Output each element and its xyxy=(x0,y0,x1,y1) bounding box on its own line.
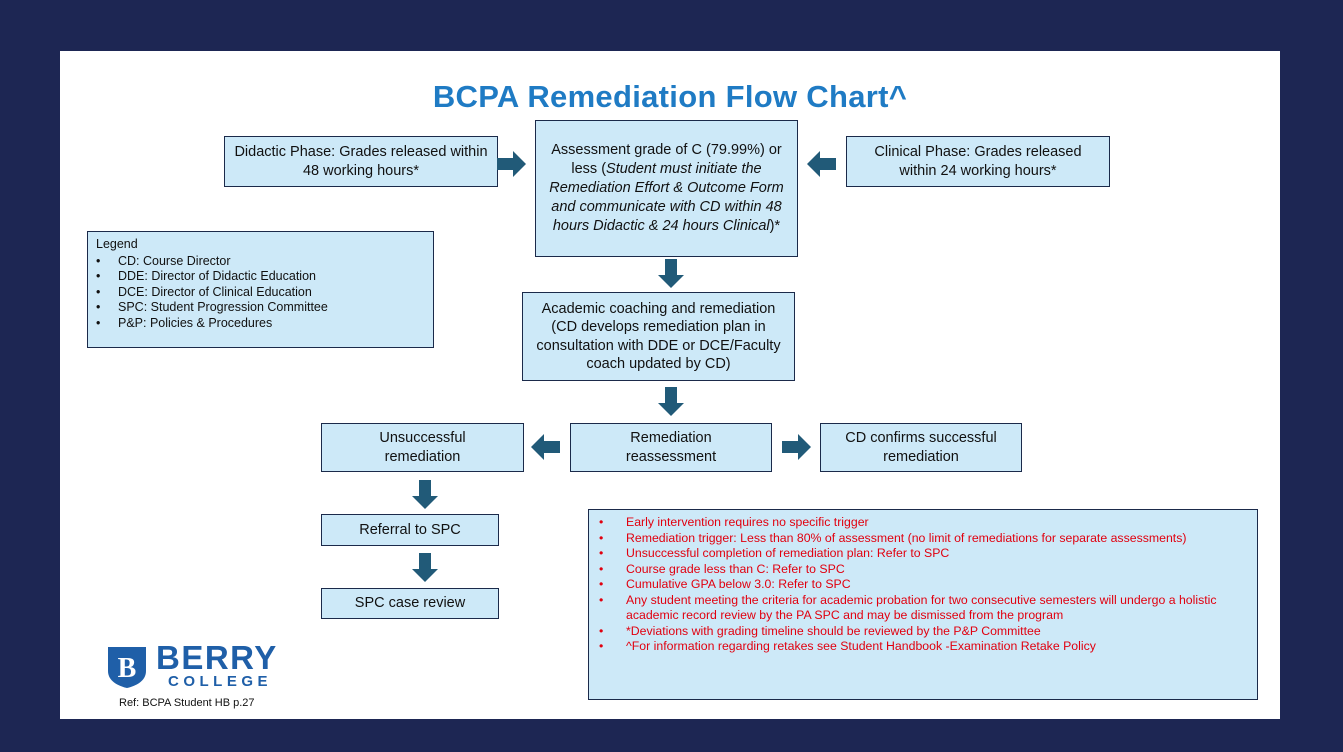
legend-box: Legend CD: Course Director DDE: Director… xyxy=(87,231,434,348)
policy-note: Early intervention requires no specific … xyxy=(599,515,1249,531)
policy-note: Course grade less than C: Refer to SPC xyxy=(599,562,1249,578)
logo-name: BERRY xyxy=(156,639,278,676)
successful-remediation-text: CD confirms successful remediation xyxy=(845,430,997,465)
assessment-grade-text: Assessment grade of C (79.99%) or less (… xyxy=(546,141,787,236)
assessment-grade-instruction: Student must initiate the Remediation Ef… xyxy=(549,161,784,234)
shield-icon: B xyxy=(108,647,146,688)
legend-item: SPC: Student Progression Committee xyxy=(96,300,425,316)
logo-letter: B xyxy=(118,653,137,684)
academic-coaching-box: Academic coaching and remediation (CD de… xyxy=(522,292,795,381)
arrow-left-icon xyxy=(531,434,560,460)
unsuccessful-remediation-box: Unsuccessful remediation xyxy=(321,423,524,472)
slide: BCPA Remediation Flow Chart^ Didactic Ph… xyxy=(60,51,1280,719)
logo-subtitle: COLLEGE xyxy=(168,673,273,690)
clinical-phase-text: Clinical Phase: Grades released within 2… xyxy=(874,144,1082,179)
policy-note: Cumulative GPA below 3.0: Refer to SPC xyxy=(599,577,1249,593)
successful-remediation-box: CD confirms successful remediation xyxy=(820,423,1022,472)
didactic-phase-text: Didactic Phase: Grades released within 4… xyxy=(234,144,488,179)
legend-item: P&P: Policies & Procedures xyxy=(96,316,425,332)
arrow-down-icon xyxy=(412,553,438,582)
policy-note: Any student meeting the criteria for aca… xyxy=(599,593,1249,624)
legend-list: CD: Course Director DDE: Director of Did… xyxy=(96,254,425,332)
arrow-left-icon xyxy=(807,151,836,177)
referral-to-spc-box: Referral to SPC xyxy=(321,514,499,546)
assessment-grade-lead: Assessment grade of C (79.99%) or less ( xyxy=(551,142,782,177)
reference-note: Ref: BCPA Student HB p.27 xyxy=(119,697,255,709)
arrow-down-icon xyxy=(658,259,684,288)
arrow-right-icon xyxy=(782,434,811,460)
arrow-down-icon xyxy=(412,480,438,509)
academic-coaching-text: Academic coaching and remediation (CD de… xyxy=(536,300,781,373)
policy-note: Remediation trigger: Less than 80% of as… xyxy=(599,531,1249,547)
policy-note: *Deviations with grading timeline should… xyxy=(599,624,1249,640)
spc-case-review-text: SPC case review xyxy=(354,595,466,612)
didactic-phase-box: Didactic Phase: Grades released within 4… xyxy=(224,136,498,187)
policy-notes-box: Early intervention requires no specific … xyxy=(588,509,1258,700)
spc-case-review-box: SPC case review xyxy=(321,588,499,619)
legend-item: CD: Course Director xyxy=(96,254,425,270)
referral-to-spc-text: Referral to SPC xyxy=(359,521,461,538)
policy-note: Unsuccessful completion of remediation p… xyxy=(599,546,1249,562)
unsuccessful-remediation-text: Unsuccessful remediation xyxy=(379,430,466,465)
legend-item: DCE: Director of Clinical Education xyxy=(96,285,425,301)
assessment-grade-box: Assessment grade of C (79.99%) or less (… xyxy=(535,120,798,257)
remediation-reassessment-box: Remediation reassessment xyxy=(570,423,772,472)
berry-college-logo: B BERRY COLLEGE xyxy=(106,639,306,692)
policy-note: ^For information regarding retakes see S… xyxy=(599,639,1249,655)
legend-item: DDE: Director of Didactic Education xyxy=(96,269,425,285)
legend-heading: Legend xyxy=(96,237,138,251)
arrow-down-icon xyxy=(658,387,684,416)
arrow-right-icon xyxy=(497,151,526,177)
assessment-grade-tail: )* xyxy=(769,218,781,234)
policy-notes-list: Early intervention requires no specific … xyxy=(599,515,1249,655)
remediation-reassessment-text: Remediation reassessment xyxy=(625,430,717,465)
page-title: BCPA Remediation Flow Chart^ xyxy=(432,79,908,114)
clinical-phase-box: Clinical Phase: Grades released within 2… xyxy=(846,136,1110,187)
